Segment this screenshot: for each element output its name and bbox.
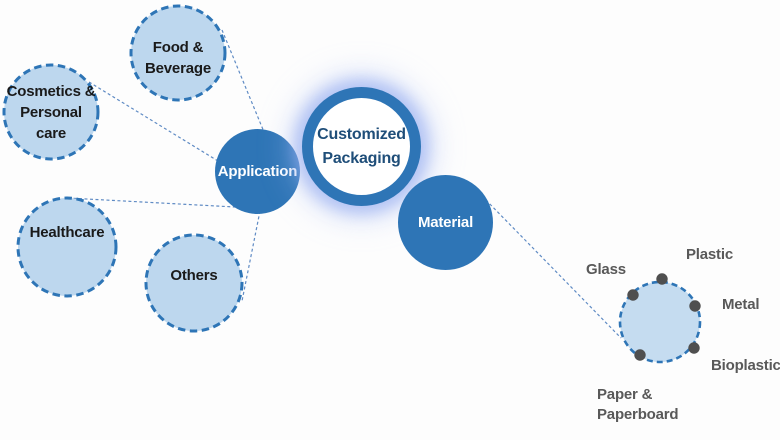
connector-others bbox=[241, 210, 261, 302]
food-beverage-circle bbox=[129, 4, 227, 102]
connector-lines bbox=[67, 29, 622, 339]
connector-healthcare bbox=[67, 197, 236, 208]
others-circle bbox=[144, 233, 244, 333]
glass-label: Glass bbox=[586, 261, 626, 278]
plastic-label: Plastic bbox=[686, 246, 733, 263]
plastic-dot bbox=[656, 273, 668, 285]
materials-circle bbox=[618, 280, 702, 364]
paper-dot bbox=[634, 349, 646, 361]
metal-dot bbox=[689, 300, 701, 312]
material-dots bbox=[627, 273, 701, 361]
application-circles bbox=[2, 4, 244, 333]
paper-paperboard-label: Paper & Paperboard bbox=[597, 386, 679, 423]
glass-dot bbox=[627, 289, 639, 301]
application-hub: Application bbox=[215, 129, 300, 214]
material-hub: Material bbox=[398, 175, 493, 270]
cosmetics-circle bbox=[2, 63, 100, 161]
bioplastic-dot bbox=[688, 342, 700, 354]
bioplastic-label: Bioplastic bbox=[711, 357, 780, 374]
metal-label: Metal bbox=[722, 296, 760, 313]
connector-food-beverage bbox=[221, 29, 265, 133]
healthcare-circle bbox=[16, 196, 118, 298]
center-node-customized-packaging: Customized Packaging bbox=[302, 87, 421, 206]
connector-materials bbox=[481, 195, 622, 339]
